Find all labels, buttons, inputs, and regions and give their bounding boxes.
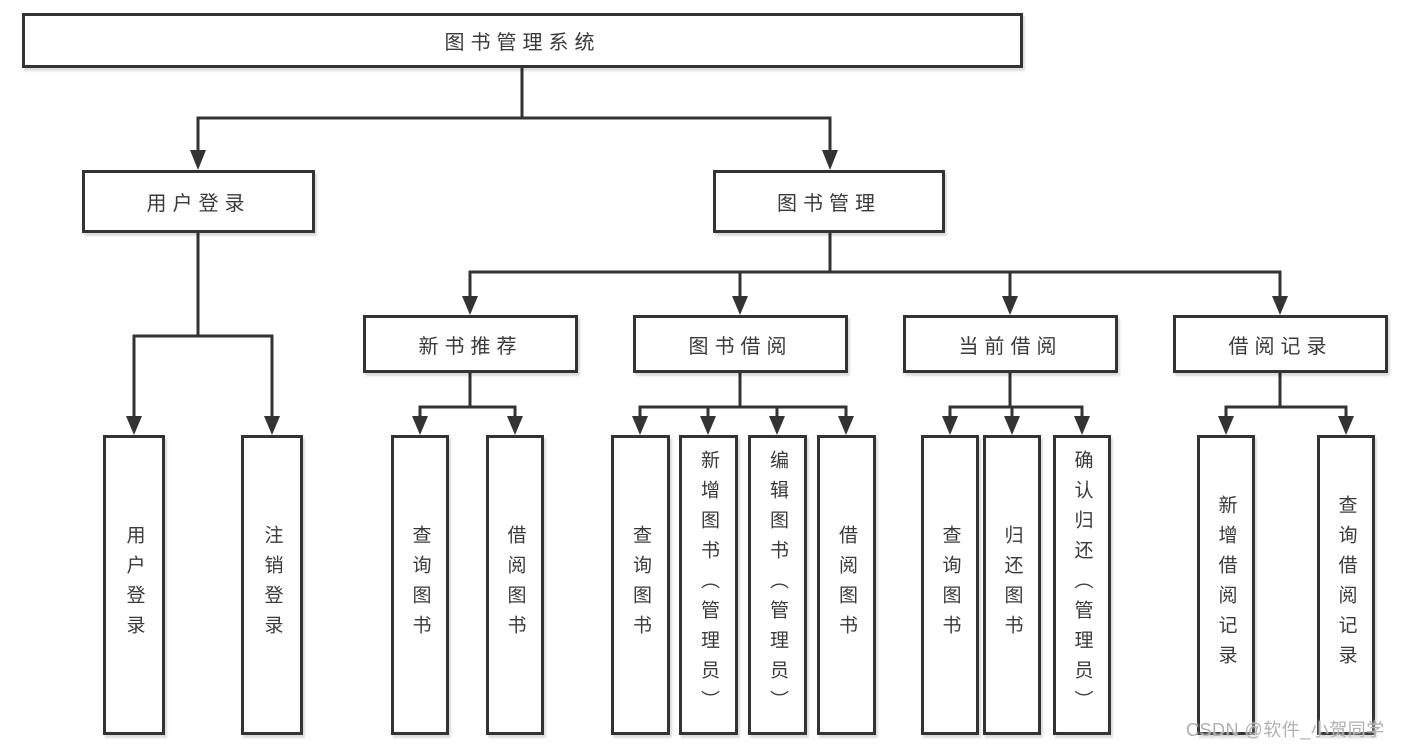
leaf-edit-books-admin-label: 编辑图书（管理员） (767, 450, 788, 720)
leaf-confirm-return-admin-label: 确认归还（管理员） (1071, 450, 1093, 720)
node-book-borrowing: 图书借阅 (633, 315, 848, 373)
node-borrowing-records-label: 借阅记录 (1228, 335, 1333, 358)
leaf-borrowing-query-books-label: 查询图书 (630, 525, 651, 645)
csdn-watermark: CSDN @软件_小贺同学 (1186, 720, 1385, 740)
leaf-user-login-label: 用户登录 (123, 525, 145, 645)
leaf-add-books-admin: 新增图书（管理员） (679, 435, 738, 735)
leaf-current-query-books: 查询图书 (921, 435, 979, 735)
leaf-borrowing-query-books: 查询图书 (611, 435, 670, 735)
leaf-recommend-borrow-books-label: 借阅图书 (504, 525, 526, 645)
leaf-logout-label: 注销登录 (261, 525, 283, 645)
leaf-current-query-books-label: 查询图书 (939, 525, 961, 645)
leaf-add-books-admin-label: 新增图书（管理员） (698, 450, 719, 720)
node-current-borrowing-label: 当前借阅 (958, 335, 1063, 358)
leaf-recommend-query-books: 查询图书 (391, 435, 449, 735)
leaf-logout: 注销登录 (241, 435, 303, 735)
node-user-login: 用户登录 (82, 170, 315, 233)
node-book-management-label: 图书管理 (777, 193, 881, 215)
node-current-borrowing: 当前借阅 (903, 315, 1118, 373)
leaf-confirm-return-admin: 确认归还（管理员） (1053, 435, 1111, 735)
leaf-borrowing-borrow-books-label: 借阅图书 (836, 525, 857, 645)
leaf-recommend-borrow-books: 借阅图书 (486, 435, 544, 735)
leaf-user-login: 用户登录 (103, 435, 165, 735)
leaf-return-books: 归还图书 (983, 435, 1041, 735)
node-borrowing-records: 借阅记录 (1173, 315, 1388, 373)
node-root: 图书管理系统 (22, 13, 1023, 68)
leaf-query-borrow-record: 查询借阅记录 (1317, 435, 1375, 735)
leaf-return-books-label: 归还图书 (1001, 525, 1023, 645)
leaf-query-borrow-record-label: 查询借阅记录 (1335, 495, 1357, 675)
node-user-login-label: 用户登录 (146, 193, 251, 215)
node-root-label: 图书管理系统 (444, 32, 601, 54)
leaf-borrowing-borrow-books: 借阅图书 (817, 435, 876, 735)
node-new-book-recommendation: 新书推荐 (363, 315, 578, 373)
node-book-management: 图书管理 (713, 170, 945, 233)
leaf-add-borrow-record-label: 新增借阅记录 (1215, 495, 1237, 675)
leaf-add-borrow-record: 新增借阅记录 (1197, 435, 1255, 735)
node-book-borrowing-label: 图书借阅 (688, 335, 793, 358)
leaf-edit-books-admin: 编辑图书（管理员） (748, 435, 807, 735)
leaf-recommend-query-books-label: 查询图书 (409, 525, 431, 645)
node-new-book-recommendation-label: 新书推荐 (418, 335, 523, 358)
